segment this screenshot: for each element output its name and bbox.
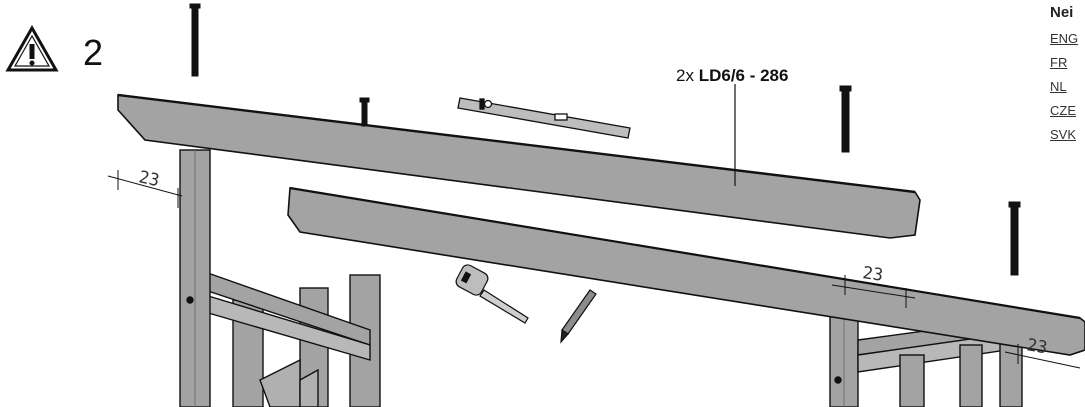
part-code: LD6/6 - 286 — [698, 66, 789, 85]
language-panel: Nei ENG FR NL CZE SVK — [1050, 4, 1085, 151]
language-link-svk[interactable]: SVK — [1050, 127, 1077, 142]
tape-measure-icon — [455, 264, 529, 324]
rear-beam — [287, 186, 1085, 356]
language-link-nl[interactable]: NL — [1050, 79, 1067, 94]
pencil-icon — [560, 289, 597, 344]
dimension-label: 23 — [861, 263, 884, 286]
part-quantity: 2x — [676, 66, 694, 85]
language-link-fr[interactable]: FR — [1050, 55, 1068, 70]
dimension-label: 23 — [1025, 335, 1049, 358]
left-frame — [204, 271, 381, 407]
part-callout: 2x LD6/6 - 286 — [676, 66, 788, 86]
spirit-level-icon — [457, 97, 631, 139]
language-link-cze[interactable]: CZE — [1050, 103, 1076, 118]
language-panel-title: Nei — [1050, 4, 1074, 21]
front-beam — [117, 93, 921, 239]
screw-icons — [189, 3, 1021, 276]
left-post — [179, 149, 211, 407]
dimension-label: 23 — [137, 167, 161, 191]
dimension-lines — [107, 170, 1081, 369]
right-post — [829, 309, 859, 407]
language-link-eng[interactable]: ENG — [1050, 31, 1079, 46]
warning-icon — [5, 24, 59, 72]
step-number: 2 — [83, 32, 104, 73]
